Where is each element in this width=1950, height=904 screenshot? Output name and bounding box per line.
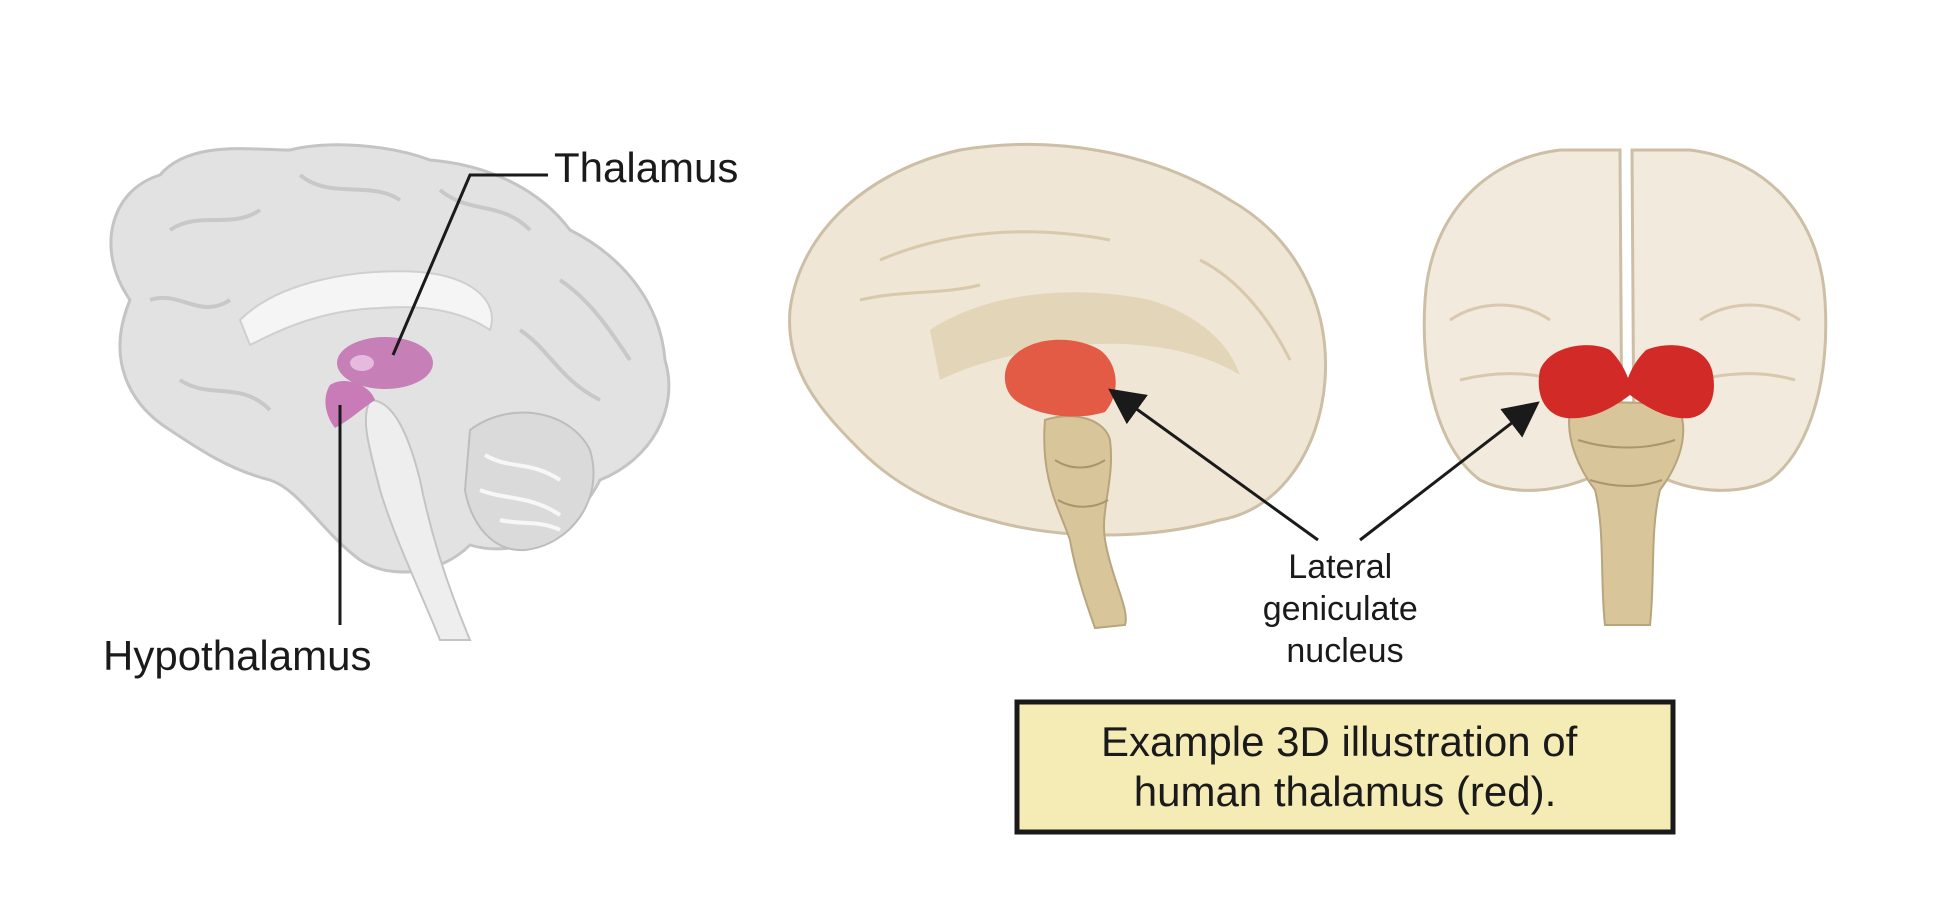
caption-line-1: Example 3D illustration of bbox=[1101, 718, 1578, 765]
thalamus-label: Thalamus bbox=[554, 144, 738, 191]
lgn-label-line-3: nucleus bbox=[1286, 632, 1403, 670]
3d-sagittal-brain bbox=[788, 142, 1328, 630]
svg-text:Example 3D illustration of: Example 3D illustration of human thalamu… bbox=[1101, 718, 1589, 815]
hypothalamus-region bbox=[325, 380, 375, 428]
thalamus-3d-coronal bbox=[1538, 345, 1714, 419]
thalamus-3d-sagittal bbox=[1004, 339, 1116, 417]
hypothalamus-label: Hypothalamus bbox=[103, 632, 371, 679]
thalamus-region bbox=[337, 337, 433, 389]
lgn-label-line-2: geniculate bbox=[1263, 590, 1418, 628]
lgn-arrow-coronal bbox=[1359, 401, 1540, 542]
sagittal-brain-illustration: Thalamus Hypothalamus bbox=[103, 143, 738, 679]
lgn-label-line-1: Lateral bbox=[1288, 548, 1392, 586]
svg-text:Lateral geniculate: Lateral geniculate nucleus bbox=[1263, 548, 1427, 670]
lgn-annotation: Lateral geniculate nucleus bbox=[1108, 388, 1540, 670]
caption-box: Example 3D illustration of human thalamu… bbox=[1014, 699, 1676, 835]
3d-coronal-brain bbox=[1422, 148, 1828, 626]
lgn-arrow-sagittal bbox=[1108, 388, 1319, 542]
caption-line-2: human thalamus (red). bbox=[1134, 768, 1557, 815]
thalamus-leader-line bbox=[391, 173, 548, 356]
